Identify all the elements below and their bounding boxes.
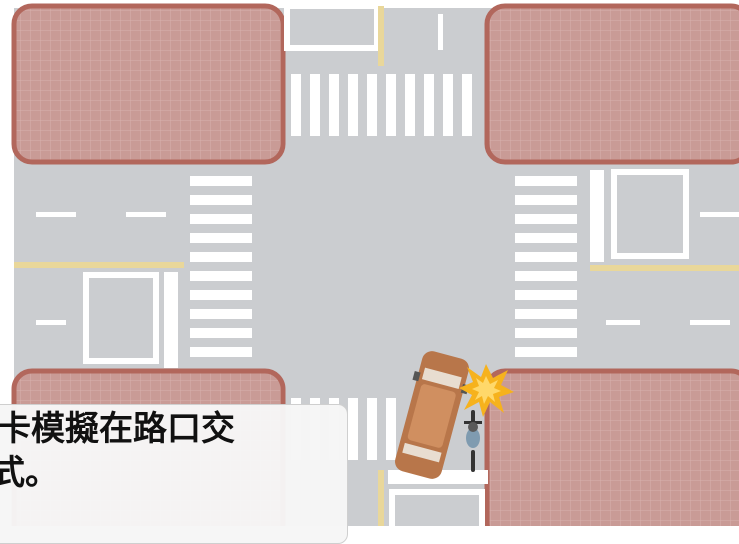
east-road-features: [590, 169, 739, 325]
parked-bay-east: [611, 169, 689, 259]
lane-dash-e3: [690, 320, 730, 325]
car-icon: [395, 351, 469, 479]
yellow-line-south: [378, 470, 384, 526]
lane-dash-e1: [700, 212, 739, 217]
yellow-line-top: [378, 6, 384, 66]
lane-dash-w2: [126, 212, 166, 217]
caption-line-1: 卡模擬在路口交: [0, 409, 235, 449]
parked-bay-west: [83, 272, 159, 364]
lane-dash-e2: [606, 320, 640, 325]
sidewalk-top-left: [11, 3, 286, 165]
caption-box: 卡模擬在路口交 式。: [0, 404, 348, 544]
lane-mark-top: [438, 14, 443, 50]
parked-bay-top: [284, 3, 380, 51]
crosswalk-north: [291, 74, 472, 136]
stop-line-west: [164, 272, 178, 368]
parked-bay-south: [389, 489, 485, 526]
collision-burst-icon: [459, 364, 514, 417]
crosswalk-east: [515, 176, 577, 357]
stop-line-east: [590, 170, 604, 262]
lane-dash-w1: [36, 212, 76, 217]
sidewalk-bottom-right: [484, 368, 739, 526]
yellow-line-west: [14, 262, 184, 268]
sidewalk-top-right: [484, 3, 739, 165]
bicycle-icon: [464, 410, 482, 472]
west-road-features: [14, 212, 184, 368]
north-road-features: [284, 3, 443, 66]
caption-line-2: 式。: [0, 453, 59, 493]
lane-dash-w3: [36, 320, 66, 325]
yellow-line-east: [590, 265, 739, 271]
crosswalk-west: [190, 176, 252, 357]
